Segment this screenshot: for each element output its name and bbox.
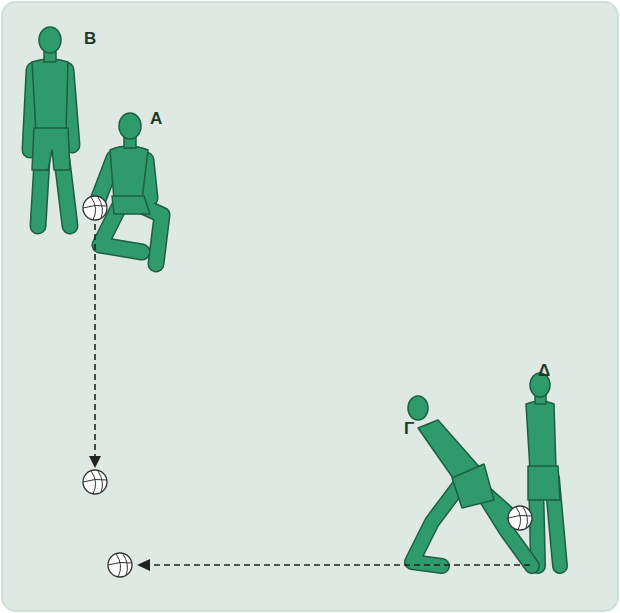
player-figure [408, 396, 532, 566]
volleyball [83, 470, 107, 494]
player-figure [98, 113, 162, 264]
player-letter: A [150, 110, 162, 127]
arrow-head [89, 456, 101, 468]
player-letter: Δ [538, 362, 550, 379]
volleyball [508, 506, 532, 530]
volleyball [108, 553, 132, 577]
player-figure [526, 373, 560, 566]
player-letter: Γ [404, 420, 414, 437]
player-letter: B [84, 30, 96, 47]
arrow-head [137, 559, 150, 571]
player-figure [30, 27, 72, 226]
volleyball [83, 196, 107, 220]
pass-path [146, 564, 530, 566]
pass-path [94, 224, 96, 460]
